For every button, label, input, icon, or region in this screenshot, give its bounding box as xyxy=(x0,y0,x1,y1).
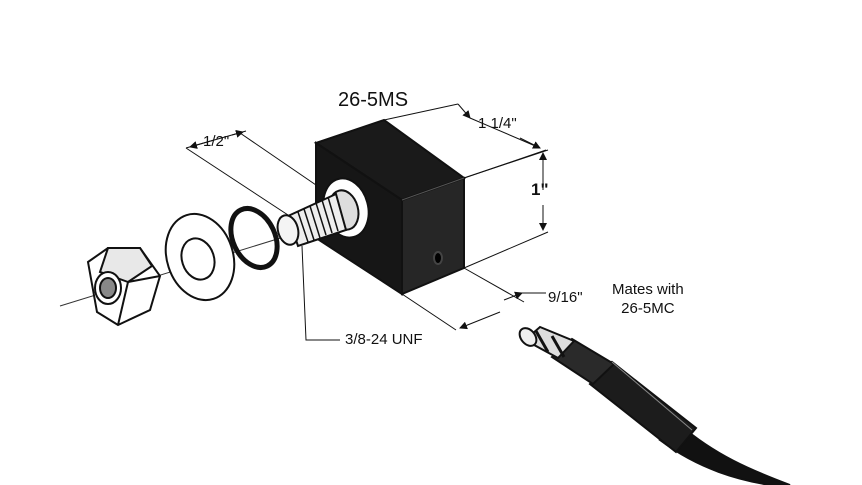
thread-length-dimension-label: 1/2" xyxy=(203,133,230,150)
mates-with-line1: Mates with xyxy=(612,281,684,298)
depth-dimension-label: 9/16" xyxy=(548,289,583,306)
height-dimension-label: 1" xyxy=(531,180,549,199)
length-dimension-label: 1 1/4" xyxy=(478,115,517,132)
mating-connector-plug xyxy=(518,325,791,485)
threaded-stud xyxy=(276,177,370,248)
flat-washer xyxy=(164,212,236,302)
thread-spec-label: 3/8-24 UNF xyxy=(345,331,423,348)
hex-nut xyxy=(86,247,162,327)
mates-with-note: Mates with 26-5MC xyxy=(612,281,684,319)
dimension-lines xyxy=(185,103,549,341)
o-ring xyxy=(228,206,280,270)
mates-with-line2: 26-5MC xyxy=(621,299,675,317)
part-number-title: 26-5MS xyxy=(338,89,409,111)
